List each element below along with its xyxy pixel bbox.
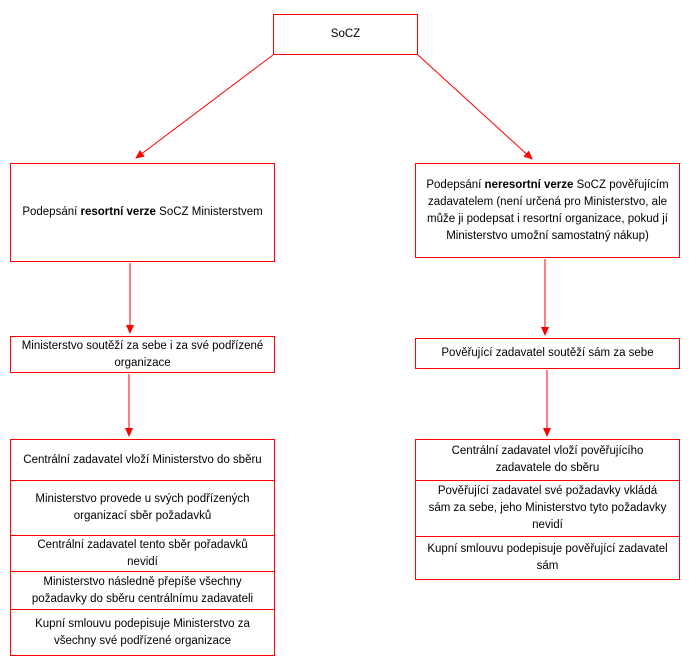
left-signing-text: Podepsání resortní verze SoCZ Ministerst… xyxy=(22,206,263,218)
left-signing-box: Podepsání resortní verze SoCZ Ministerst… xyxy=(10,163,275,262)
root-box: SoCZ xyxy=(273,14,418,55)
left-step-row: Kupní smlouvu podepisuje Ministerstvo za… xyxy=(11,609,274,655)
left-step-row: Centrální zadavatel vloží Ministerstvo d… xyxy=(23,453,262,466)
right-competition-text: Pověřující zadavatel soutěží sám za sebe xyxy=(441,347,654,359)
right-competition-box: Pověřující zadavatel soutěží sám za sebe xyxy=(415,338,680,369)
left-step-row: Centrální zadavatel tento sběr pořadavků… xyxy=(11,535,274,571)
right-steps-box: Centrální zadavatel vloží pověřujícího z… xyxy=(415,439,680,580)
root-label: SoCZ xyxy=(330,28,361,40)
arrow-root-to-right-signing xyxy=(417,54,533,160)
left-competition-box: Ministerstvo soutěží za sebe i za své po… xyxy=(10,336,275,373)
right-step-row: Kupní smlouvu podepisuje pověřující zada… xyxy=(416,536,679,579)
left-competition-text: Ministerstvo soutěží za sebe i za své po… xyxy=(21,339,264,369)
right-step-row: Centrální zadavatel vloží pověřujícího z… xyxy=(451,445,644,474)
right-step-row: Pověřující zadavatel své požadavky vklád… xyxy=(416,480,679,536)
arrow-root-to-left-signing xyxy=(135,54,274,159)
right-signing-box: Podepsání neresortní verze SoCZ pověřují… xyxy=(415,163,680,258)
left-step-row: Ministerstvo následně přepíše všechny po… xyxy=(11,571,274,609)
right-signing-text: Podepsání neresortní verze SoCZ pověřují… xyxy=(426,178,669,242)
left-steps-box: Centrální zadavatel vloží Ministerstvo d… xyxy=(10,439,275,656)
left-step-row: Ministerstvo provede u svých podřízených… xyxy=(11,480,274,535)
